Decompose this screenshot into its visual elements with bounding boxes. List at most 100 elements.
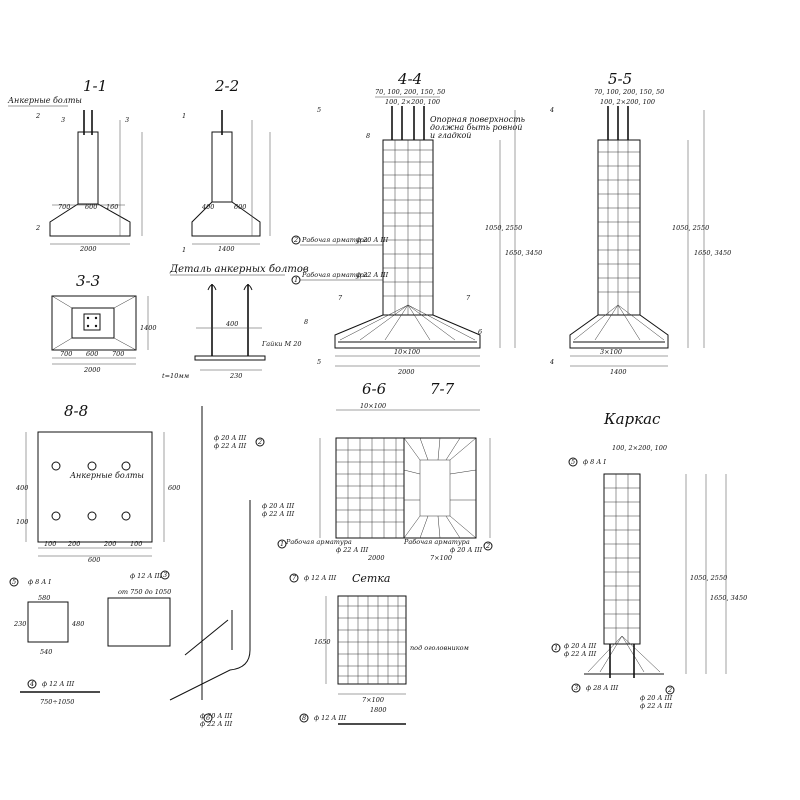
rebar-b-4-4: ф 22 А III [356,271,389,279]
step-setka: 7×100 [362,696,384,704]
rebar-e-karkas: ф 28 А III [586,684,619,692]
top-dims-5-5: 70, 100, 200, 150, 50 [594,88,664,96]
marker-8-4-4: 8 [366,132,370,140]
step-5-5: 3×100 [600,348,622,356]
section-5-5-title: 5-5 [608,70,632,88]
dim-540-detail: 540 [40,648,52,656]
marker-4b-5-5: 4 [549,358,554,366]
top-dims-4-4: 70, 100, 200, 150, 50 [375,88,445,96]
marker-5-karkas: 5 [571,458,575,466]
anchor-bolt-detail: Деталь анкерных болтов 400 230 t=10мм Га… [162,264,309,380]
dim-230-detail: 230 [229,372,242,380]
marker-6-bent: 6 [206,714,210,722]
dim-2000-6-6: 2000 [367,554,385,562]
sizes-4-4: 1050, 2550 [485,224,522,232]
marker-5-detail: 5 [12,578,16,586]
marker-7-4-4: 7 [338,294,343,302]
marker-2-4-4: 2 [293,236,298,244]
rebar-d-detail: ф 8 А I [28,578,51,586]
bent-bar-detail: ф 20 А III ф 22 А III 2 ф 20 А III ф 22 … [169,406,265,728]
grid-7-7 [403,437,477,539]
section-6-6-title: 6-6 [362,380,387,398]
work-rebar-4-4a: Рабочая арматура [301,236,368,244]
karkas-title: Каркас [603,410,661,428]
rebar-a-6-6: ф 20 А III [262,502,295,510]
anchor-bolts-label: Анкерные болты [7,96,82,105]
rebar-a-karkas: ф 20 А III [564,642,597,650]
marker-3b-s1: 3 [125,116,129,124]
grid-setka [338,596,406,684]
rebar-a-bent: ф 20 А III [214,434,247,442]
marker-6-4-4: 6 [478,328,482,336]
section-1-1-title: 1-1 [83,77,107,95]
dim-700b-s3: 700 [112,350,124,358]
dim-200b-8-8: 200 [103,540,116,548]
setka: Сетка 7 ф 12 А III 1650 7×100 1800 под о… [289,572,469,725]
marker-1-s2: 1 [182,112,186,120]
marker-1-karkas: 1 [554,644,558,652]
section-2-2: 2-2 1400 400 600 1 1 [182,77,271,254]
dim-600-8-8: 600 [88,556,100,564]
rebar-b-karkas2: ф 22 А III [640,702,673,710]
rebar-b-bent: ф 22 А III [214,442,247,450]
dim-480-detail: 480 [71,620,84,628]
marker-3-detail: 3 [163,571,167,579]
dim-600-s1: 600 [85,203,97,211]
top-dims2-4-4: 100, 2×200, 100 [385,98,440,106]
dim-400-s2: 400 [201,203,214,211]
rebar-c-detail2: ф 12 А III [42,680,75,688]
grid-5-5 [598,140,640,315]
step-6-6: 10×100 [360,402,386,410]
dim-100b-8-8: 100 [130,540,142,548]
top-dims2-5-5: 100, 2×200, 100 [600,98,655,106]
work-rebar-6-6: Рабочая арматура [285,538,352,546]
marker-2-bent: 2 [257,438,262,446]
dim-400-8-8: 400 [15,484,28,492]
rebar-a-karkas2: ф 20 А III [640,694,673,702]
dim-2000-s1: 2000 [79,245,97,253]
nuts-label: Гайки М 20 [261,340,302,348]
anchor-bolts-8-8: Анкерные болты [69,471,144,480]
karkas: Каркас 100, 2×200, 100 5 ф 8 А I [551,410,747,710]
marker-1-4-4: 1 [294,276,298,284]
sizes2-karkas: 1650, 3450 [710,594,747,602]
grid-4-4 [383,140,433,315]
section-6-6-7-7: 6-6 7-7 10×100 [262,380,493,562]
section-3-3: 3-3 700 600 700 2000 1400 [51,272,157,374]
section-8-8: 8-8 Анкерные болты 100 200 200 100 600 4… [15,402,180,564]
grid-karkas [604,474,640,644]
step-7-7: 7×100 [430,554,452,562]
marker-5b-4-4: 5 [317,358,321,366]
rebar-a-7-7: ф 20 А III [450,546,483,554]
dim-230-detail2: 230 [13,620,26,628]
dim-200-8-8: 200 [67,540,80,548]
marker-2-karkas: 2 [667,686,672,694]
marker-1-6-6: 1 [280,540,284,548]
dim-1650-setka: 1650 [314,638,331,646]
marker-2-s1: 2 [35,224,40,232]
marker-3-karkas: 3 [574,684,578,692]
rebar-a-4-4: ф 20 А III [356,236,389,244]
dim-600-s3: 600 [86,350,98,358]
plate-thickness: t=10мм [162,372,189,380]
mesh-note-setka: под оголовником [410,644,469,652]
marker-8-setka: 8 [302,714,306,722]
dim-2000-4-4: 2000 [397,368,415,376]
rebar-b-6-6: ф 22 А III [336,546,369,554]
section-4-4: 4-4 70, 100, 200, 150, 50 100, 2×200, 10… [291,70,542,376]
work-rebar-4-4b: Рабочая арматура [301,271,368,279]
sizes-karkas: 1050, 2550 [690,574,727,582]
dim-700-s3: 700 [60,350,72,358]
section-8-8-title: 8-8 [64,402,88,420]
setka-title: Сетка [352,572,390,585]
section-1-1: 1-1 Анкерные болты 2000 700 600 160 2 2 … [7,77,143,253]
section-2-2-title: 2-2 [214,77,239,95]
range-detail: 750÷1050 [40,698,74,706]
rebar-d-karkas: ф 8 А I [583,458,606,466]
marker-4-detail: 4 [29,680,34,688]
marker-3-s1: 3 [61,116,65,124]
dim-100-8-8: 100 [44,540,56,548]
work-rebar-7-7: Рабочая арматура [403,538,470,546]
rebar-b-karkas: ф 22 А III [564,650,597,658]
